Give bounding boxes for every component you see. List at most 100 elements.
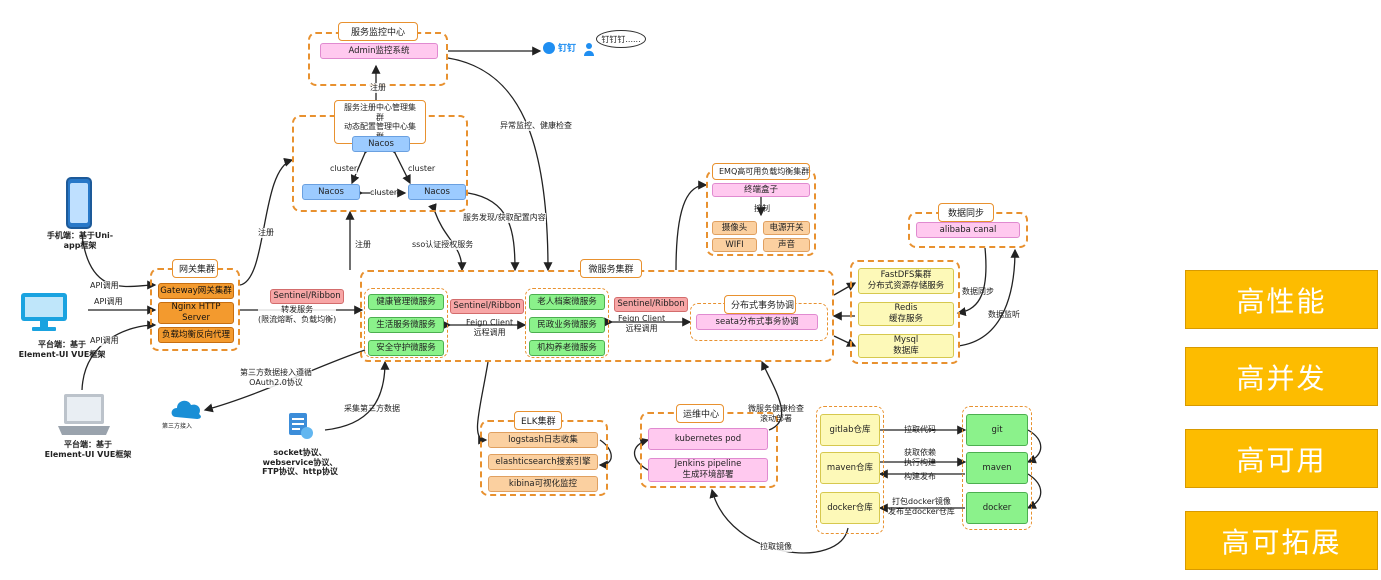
- dingtalk-logo-icon: [543, 42, 555, 54]
- gateway-item-0[interactable]: Gateway网关集群: [158, 283, 234, 299]
- label-data-sync: 数据同步: [962, 287, 994, 296]
- label-health-check: 异常监控、健康检查: [500, 121, 572, 131]
- feature-badge-1: 高并发: [1185, 347, 1378, 406]
- monitor-icon: [20, 292, 68, 332]
- dingtalk-label: 钉钉: [558, 44, 577, 54]
- arrow-data-listen: [957, 248, 1020, 347]
- micro-col1-1[interactable]: 生活服务微服务: [368, 317, 444, 333]
- arrow-emq: [675, 180, 708, 271]
- elk-item-2[interactable]: kibina可视化监控: [488, 476, 598, 492]
- label-feign2: Feign Client 远程调用: [618, 314, 666, 333]
- label-register-left: 注册: [258, 228, 274, 238]
- label-ms-health: 微服务健康检查 滚动部署: [748, 404, 804, 423]
- cluster-label-left: cluster: [330, 164, 358, 174]
- nacos-left: Nacos: [302, 184, 360, 200]
- emq-title: EMQ高可用负载均衡集群: [712, 163, 810, 180]
- label-pull-code: 拉取代码: [904, 425, 936, 434]
- protocol-doc-icon: [288, 412, 314, 440]
- repo-docker[interactable]: docker仓库: [820, 492, 880, 524]
- group-repos-right: [962, 406, 1032, 530]
- gateway-item-1[interactable]: Nginx HTTP Server: [158, 302, 234, 324]
- seata-box[interactable]: seata分布式事务协调: [696, 314, 818, 330]
- arrow-discovery: [467, 192, 520, 272]
- label-api-platform: API调用: [94, 297, 123, 307]
- sentinel-ribbon-1: Sentinel/Ribbon: [270, 289, 344, 304]
- link-nacos-left: [350, 144, 373, 185]
- emq-device-3: 声音: [763, 238, 810, 252]
- sentinel-ribbon-2: Sentinel/Ribbon: [450, 299, 524, 314]
- emq-device-2: WIFI: [712, 238, 757, 252]
- link-nacos-right: [387, 143, 411, 185]
- arrow-elk-inner: [598, 439, 612, 470]
- label-api-mobile: API调用: [90, 281, 119, 291]
- tool-maven[interactable]: maven: [966, 452, 1028, 484]
- admin-monitor-box[interactable]: Admin监控系统: [320, 43, 438, 59]
- feature-badge-2: 高可用: [1185, 429, 1378, 488]
- arrow-collect: [324, 360, 390, 431]
- emq-terminal[interactable]: 终端盒子: [712, 183, 810, 197]
- feature-badge-0: 高性能: [1185, 270, 1378, 329]
- elk-item-0[interactable]: logstash日志收集: [488, 432, 598, 448]
- storage-mysql[interactable]: Mysql 数据库: [858, 334, 954, 358]
- label-service-discovery: 服务发现/获取配置内容: [463, 213, 546, 223]
- storage-redis[interactable]: Redis 缓存服务: [858, 302, 954, 326]
- client-platform2-caption: 平台端：基于 Element-UI VUE框架: [44, 440, 132, 459]
- dingtalk-bubble: 钉钉钉......: [596, 30, 646, 48]
- seata-title: 分布式事务协调: [724, 295, 796, 314]
- ops-title: 运维中心: [676, 404, 724, 423]
- arrow-data-sync: [956, 247, 987, 317]
- registry-title: 服务注册中心管理集群 动态配置管理中心集群: [334, 100, 426, 145]
- label-sso: sso认证授权服务: [412, 240, 474, 250]
- label-control: 控制: [754, 204, 770, 213]
- micro-col2-1[interactable]: 民政业务微服务: [529, 317, 605, 333]
- label-register-mid: 注册: [355, 240, 371, 250]
- arrow-register-left: [239, 158, 294, 286]
- group-storage: [850, 260, 960, 364]
- gateway-item-2[interactable]: 负载均衡反向代理: [158, 327, 234, 343]
- cluster-label-right: cluster: [408, 164, 436, 174]
- micro-col1-0[interactable]: 健康管理微服务: [368, 294, 444, 310]
- sentinel-ribbon-3: Sentinel/Ribbon: [614, 297, 688, 312]
- repo-gitlab[interactable]: gitlab仓库: [820, 414, 880, 446]
- sync-title: 数据同步: [938, 203, 994, 222]
- azure-cloud-icon: [170, 395, 204, 421]
- arrow-health-check: [447, 57, 553, 272]
- micro-col1-2[interactable]: 安全守护微服务: [368, 340, 444, 356]
- group-micro-col2: [525, 288, 609, 358]
- label-collect: 采集第三方数据: [344, 404, 400, 413]
- label-third-party: 第三方数据接入遵循 OAuth2.0协议: [240, 368, 312, 388]
- client-mobile-caption: 手机端：基于Uni- app框架: [46, 231, 114, 250]
- ops-item-0[interactable]: kubernetes pod: [648, 428, 768, 450]
- protocols-caption: socket协议、 webservice协议、 FTP协议、http协议: [262, 448, 338, 477]
- laptop-icon: [56, 393, 112, 437]
- label-api-laptop: API调用: [90, 336, 119, 346]
- label-register-top: 注册: [370, 83, 386, 93]
- group-micro-col1: [364, 288, 448, 358]
- mobile-phone-icon: [66, 177, 92, 229]
- micro-col2-2[interactable]: 机构养老微服务: [529, 340, 605, 356]
- label-pack-docker: 打包docker镜像 发布至docker仓库: [888, 497, 955, 516]
- label-feign1: Feign Client 远程调用: [466, 318, 514, 337]
- nacos-right: Nacos: [408, 184, 466, 200]
- micro-col2-0[interactable]: 老人档案微服务: [529, 294, 605, 310]
- monitor-title: 服务监控中心: [338, 22, 418, 41]
- label-forward: 转发服务 (限流熔断、负载均衡): [258, 305, 337, 325]
- ops-item-1[interactable]: Jenkins pipeline 生成环境部署: [648, 458, 768, 482]
- repo-maven[interactable]: maven仓库: [820, 452, 880, 484]
- emq-device-1: 电源开关: [763, 221, 810, 235]
- label-build-release: 构建发布: [904, 472, 936, 481]
- label-fetch-deps: 获取依赖 执行构建: [904, 448, 936, 467]
- canal-box[interactable]: alibaba canal: [916, 222, 1020, 238]
- tool-git[interactable]: git: [966, 414, 1028, 446]
- label-data-listen: 数据监听: [988, 310, 1020, 319]
- user-icon: [584, 42, 594, 56]
- feature-badge-3: 高可拓展: [1185, 511, 1378, 570]
- azure-caption: 第三方接入: [162, 423, 193, 430]
- emq-device-0: 摄像头: [712, 221, 757, 235]
- group-repos-left: [816, 406, 884, 534]
- arrow-ms-health: [761, 360, 783, 431]
- client-platform1-caption: 平台端：基于 Element-UI VUE框架: [18, 340, 106, 359]
- storage-fastdfs[interactable]: FastDFS集群 分布式资源存储服务: [858, 268, 954, 294]
- elk-item-1[interactable]: elashticsearch搜索引擎: [488, 454, 598, 470]
- tool-docker[interactable]: docker: [966, 492, 1028, 524]
